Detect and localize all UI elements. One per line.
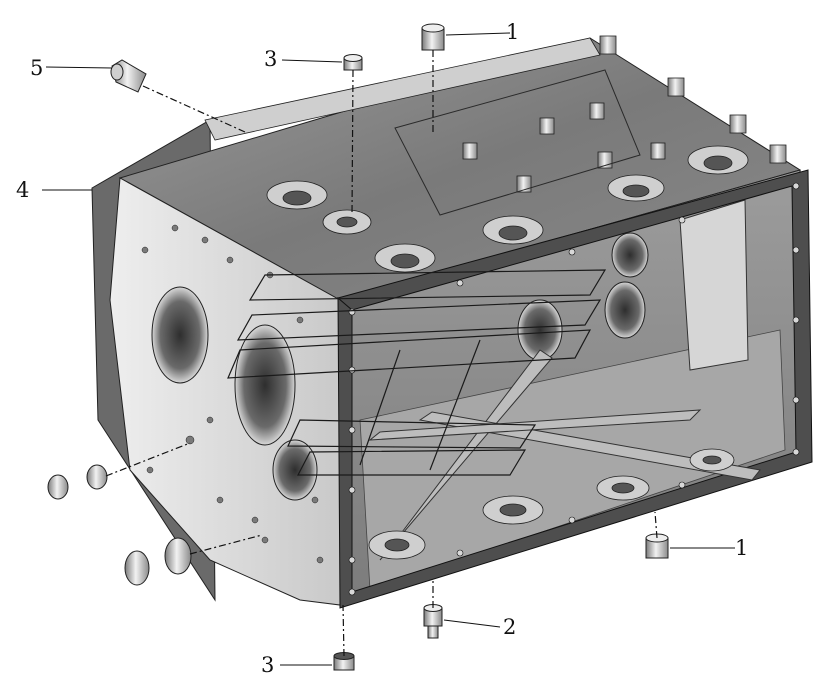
part-5-vent-plug bbox=[110, 59, 147, 93]
top-cover-plate bbox=[394, 69, 641, 216]
callout-5: 5 bbox=[30, 56, 44, 80]
top-rim bbox=[204, 37, 601, 141]
callout-3-lower: 3 bbox=[261, 653, 275, 677]
callout-1-upper: 1 bbox=[506, 20, 520, 44]
side-plugs-large bbox=[124, 537, 192, 586]
side-bore-middle bbox=[234, 324, 296, 446]
leader-lines bbox=[42, 32, 735, 666]
gearbox-housing bbox=[91, 35, 813, 609]
side-plugs-small bbox=[47, 464, 108, 500]
side-bore-upper bbox=[151, 286, 209, 384]
callout-4: 4 bbox=[16, 178, 30, 202]
callout-1-lower: 1 bbox=[735, 536, 749, 560]
housing-inner-window bbox=[679, 199, 749, 371]
callout-2: 2 bbox=[503, 615, 517, 639]
callout-3-upper: 3 bbox=[264, 47, 278, 71]
part-2-pin bbox=[423, 604, 443, 639]
side-bore-lower bbox=[272, 439, 318, 501]
interior-bore-3 bbox=[611, 232, 649, 278]
side-small-holes bbox=[141, 224, 324, 564]
logo-watermark bbox=[227, 269, 607, 476]
top-bosses bbox=[266, 145, 749, 273]
floor-bosses bbox=[368, 448, 735, 560]
interior-bore-2 bbox=[604, 281, 646, 339]
part-3-upper-plug bbox=[343, 54, 363, 71]
part-1-upper-dowel bbox=[421, 23, 445, 51]
assembly-centerlines bbox=[105, 50, 658, 657]
top-studs bbox=[462, 35, 787, 193]
housing-interior-floor bbox=[359, 329, 786, 591]
